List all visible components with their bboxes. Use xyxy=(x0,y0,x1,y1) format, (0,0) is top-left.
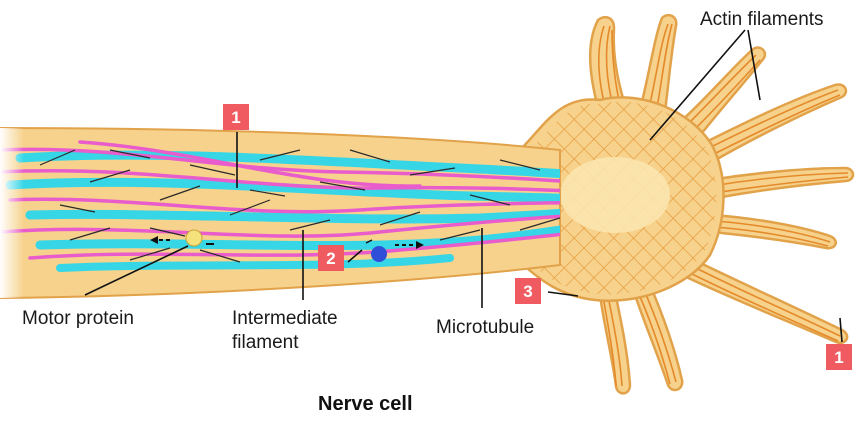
svg-text:1: 1 xyxy=(231,108,240,127)
badge-1-top: 1 xyxy=(223,104,249,130)
label-intermediate-line2: filament xyxy=(232,332,299,353)
label-intermediate-line1: Intermediate xyxy=(232,308,338,329)
badge-3: 3 xyxy=(515,278,541,304)
diagram-title: Nerve cell xyxy=(318,393,413,415)
cone-center xyxy=(560,157,670,233)
svg-text:1: 1 xyxy=(834,348,843,367)
label-microtubule: Microtubule xyxy=(436,317,534,338)
svg-text:2: 2 xyxy=(326,249,335,268)
badge-1-right: 1 xyxy=(826,344,852,370)
label-actin-filaments: Actin filaments xyxy=(700,9,824,30)
label-motor-protein: Motor protein xyxy=(22,308,134,329)
badge-2: 2 xyxy=(318,245,344,271)
svg-text:3: 3 xyxy=(523,282,532,301)
